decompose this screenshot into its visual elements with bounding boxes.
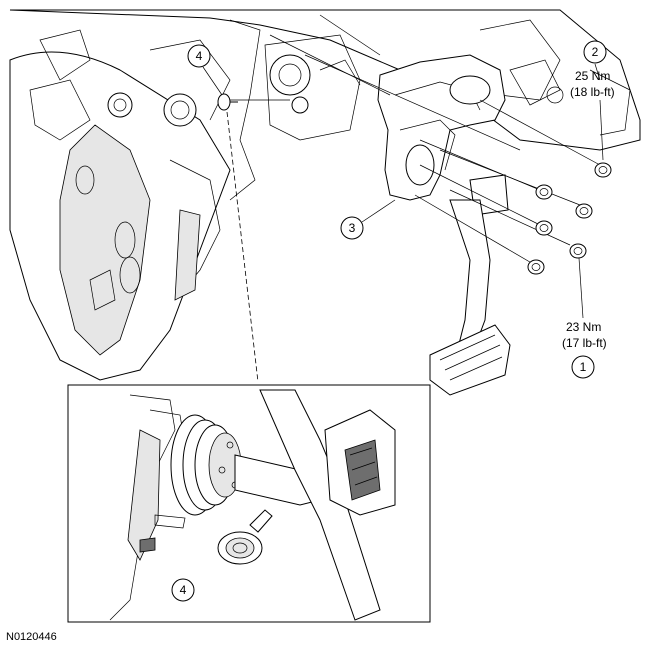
callout-4-top: 4 <box>187 44 211 68</box>
torque-1-lbft: (17 lb-ft) <box>562 336 607 350</box>
nut-fasteners <box>217 93 612 275</box>
brake-pedal-assembly <box>377 54 511 396</box>
torque-2-nm: 25 Nm <box>575 69 610 83</box>
callout-1-number: 1 <box>580 360 587 374</box>
nut-1d <box>569 243 587 259</box>
torque-2-lbft: (18 lb-ft) <box>570 85 615 99</box>
push-pin-retainer <box>217 509 273 565</box>
callout-4-inset: 4 <box>171 578 195 602</box>
nut-1a <box>535 184 553 200</box>
nut-1e <box>527 259 545 275</box>
nut-2 <box>594 162 612 178</box>
torque-1-nm: 23 Nm <box>566 320 601 334</box>
figure-id: N0120446 <box>6 631 57 643</box>
callout-2: 2 <box>583 40 607 64</box>
callout-3: 3 <box>340 216 364 240</box>
nut-1b <box>575 203 593 219</box>
mounting-studs <box>230 14 601 266</box>
nut-1c <box>535 220 553 236</box>
callout-3-number: 3 <box>349 221 356 235</box>
dash-panel-structure <box>9 9 641 381</box>
callout-2-number: 2 <box>592 45 599 59</box>
callout-4-top-number: 4 <box>196 49 203 63</box>
callout-4-inset-number: 4 <box>180 583 187 597</box>
clip-4-small <box>217 93 238 111</box>
callout-1: 1 <box>571 355 595 379</box>
detail-inset: 4 <box>67 384 431 623</box>
